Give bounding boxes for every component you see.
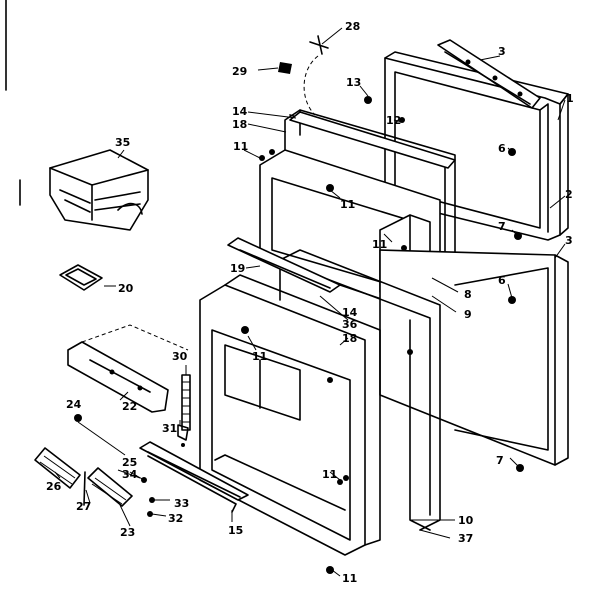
- fresh-food-door-outer: [379, 249, 569, 472]
- upper-trim-strip: [289, 111, 456, 169]
- callout-37: 37: [458, 532, 473, 545]
- butter-cup-20: [59, 264, 116, 291]
- callout-33: 33: [174, 497, 189, 510]
- rail-15: [139, 441, 249, 513]
- screw-32: [147, 511, 153, 517]
- door-bin-35: [49, 149, 149, 231]
- spring-bar-30: [181, 374, 191, 431]
- callout-9: 9: [464, 308, 472, 321]
- hinge-pin-assembly: [257, 35, 329, 116]
- callout-20: 20: [118, 282, 134, 295]
- callout-11-d: 11: [252, 350, 267, 363]
- callout-1: 1: [566, 92, 574, 105]
- callout-11-c: 11: [372, 238, 387, 251]
- callout-14-mid: 14: [342, 306, 358, 319]
- leader-24: [77, 421, 126, 456]
- callout-7-low: 7: [496, 454, 504, 467]
- lower-trim-strip: [227, 237, 341, 293]
- screw-13: [364, 96, 372, 104]
- callout-12: 12: [386, 114, 401, 127]
- callout-11-b: 11: [340, 198, 355, 211]
- callout-23: 23: [120, 526, 135, 539]
- screw-33: [149, 497, 155, 503]
- clip-31: [177, 424, 189, 447]
- callout-26: 26: [46, 480, 62, 493]
- callout-30: 30: [172, 350, 188, 363]
- callout-15: 15: [228, 524, 243, 537]
- callout-10: 10: [458, 514, 474, 527]
- callout-11-e: 11: [322, 468, 337, 481]
- leader-lines: [54, 27, 566, 577]
- callout-35: 35: [115, 136, 130, 149]
- callout-29: 29: [232, 65, 247, 78]
- callout-6-top: 6: [498, 142, 506, 155]
- callout-labels: 28 29 3 1 13 12 14 18 11 6 2 7 35 11 11 …: [46, 20, 574, 585]
- callout-28: 28: [345, 20, 360, 33]
- callout-18-top: 18: [232, 118, 247, 131]
- callout-24: 24: [66, 398, 82, 411]
- bracket-22: [67, 324, 189, 413]
- screw-11-b: [337, 479, 343, 485]
- callout-18-mid: 18: [342, 332, 357, 345]
- callout-8: 8: [464, 288, 472, 301]
- callout-19: 19: [230, 262, 245, 275]
- callout-3-top: 3: [498, 45, 506, 58]
- screw-11-a: [259, 155, 265, 161]
- callout-31: 31: [162, 422, 177, 435]
- grille-23: [83, 467, 133, 507]
- callout-7-top: 7: [498, 220, 506, 233]
- freezer-door-handle: [437, 39, 541, 109]
- callout-13: 13: [346, 76, 361, 89]
- knob-24: [74, 414, 82, 422]
- callout-11-f: 11: [342, 572, 357, 585]
- callout-25: 25: [122, 456, 137, 469]
- callout-27: 27: [76, 500, 91, 513]
- callout-14-top: 14: [232, 105, 248, 118]
- callout-3-mid: 3: [565, 234, 573, 247]
- callout-32: 32: [168, 512, 183, 525]
- callout-34: 34: [122, 468, 138, 481]
- screw-11-c: [326, 566, 334, 574]
- callout-2: 2: [565, 188, 573, 201]
- callout-11-a: 11: [233, 140, 248, 153]
- callout-36: 36: [342, 318, 358, 331]
- callout-22: 22: [122, 400, 137, 413]
- callout-6-mid: 6: [498, 274, 506, 287]
